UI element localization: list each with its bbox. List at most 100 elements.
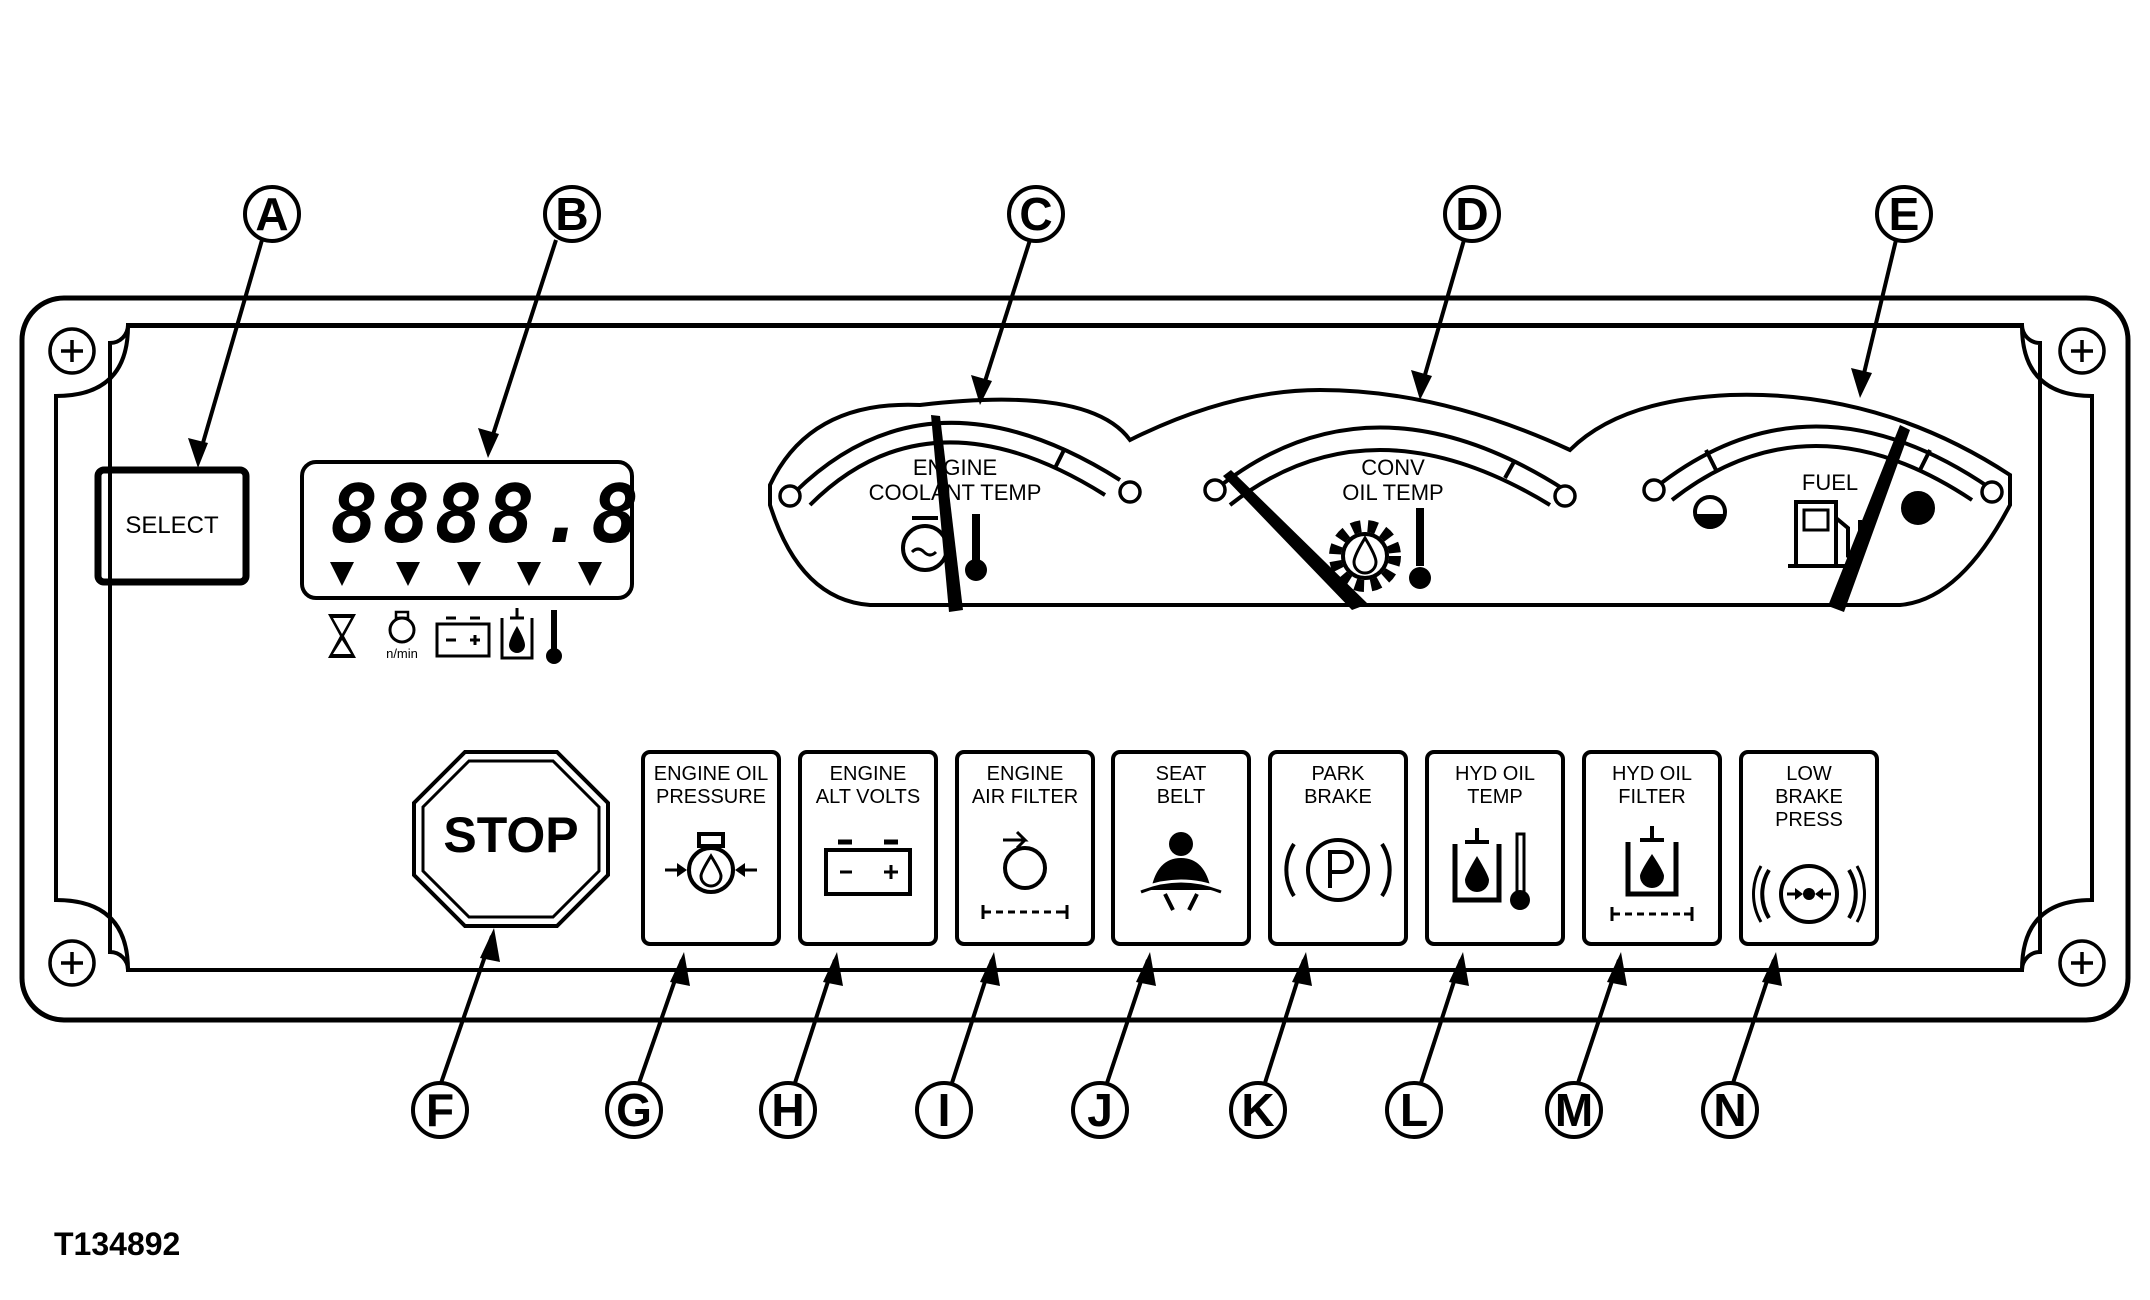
indicator-label-line2: FILTER [1618,786,1685,808]
callout-j: J [1071,1081,1129,1139]
callout-letter: K [1241,1084,1274,1136]
fuel-empty-icon [1693,495,1727,529]
callout-b: B [543,185,601,243]
hyd-oil-filter-icon [1610,826,1694,921]
callout-i: I [915,1081,973,1139]
battery-icon [824,839,912,896]
indicator-label-line1: ENGINE OIL [654,763,768,785]
callout-letter: C [1019,188,1052,240]
select-button[interactable]: SELECT [94,466,250,586]
gauge-max-dot [1980,480,2004,504]
indicator-label-line2: BRAKE [1775,786,1843,808]
callout-n: N [1701,1081,1759,1139]
callout-letters: A B C D E F G H I J K L M N [243,185,1933,1139]
seat-belt-icon [1140,832,1222,911]
callout-letter: A [255,188,288,240]
gauge-min-dot [778,484,802,508]
coolant-temp-gauge: ENGINE COOLANT TEMP [778,415,1142,612]
coolant-gauge-label-line2: COOLANT TEMP [869,480,1042,505]
indicator-label-line1: HYD OIL [1455,763,1535,785]
callout-f: F [411,1081,469,1139]
indicator-label-line1: ENGINE [830,763,907,785]
callout-g: G [605,1081,663,1139]
panel-inner-frame [54,324,2094,972]
indicator-label-line1: SEAT [1156,763,1207,785]
callout-a: A [243,185,301,243]
indicator-label-line2: BRAKE [1304,786,1372,808]
rpm-unit-label: n/min [386,646,418,661]
callout-letter: L [1400,1084,1428,1136]
conv-oil-temp-gauge: CONV OIL TEMP [1203,425,1577,610]
engine-rpm-icon: n/min [386,610,418,661]
callout-letter: E [1889,188,1920,240]
gauge-max-dot [1553,484,1577,508]
callout-letter: F [426,1084,454,1136]
callout-arrowheads [188,368,1872,986]
indicator-label-line1: LOW [1786,763,1832,785]
indicator-label-line1: ENGINE [987,763,1064,785]
hydraulic-oil-icon [500,608,534,660]
fuel-gauge-label: FUEL [1802,470,1858,495]
conv-gauge-needle [1223,470,1368,610]
callout-e: E [1875,185,1933,243]
stop-button[interactable]: STOP [412,750,610,928]
callout-k: K [1229,1081,1287,1139]
callout-m: M [1545,1081,1603,1139]
brake-pressure-icon [1751,864,1867,924]
gauge-cluster [768,387,2012,607]
indicator-label-line1: PARK [1312,763,1366,785]
indicator-label-line2: ALT VOLTS [816,786,920,808]
display-selector-arrows [330,562,602,586]
callout-c: C [1007,185,1065,243]
indicator-label-line2: AIR FILTER [972,786,1078,808]
thermometer-icon [546,610,562,664]
fuel-gauge-needle [1828,425,1910,612]
indicator-label-line2: TEMP [1467,786,1523,808]
figure-id: T134892 [54,1226,180,1262]
callout-letter: B [555,188,588,240]
indicator-label-line2: BELT [1157,786,1206,808]
callout-letter: N [1713,1084,1746,1136]
select-button-label: SELECT [125,512,219,539]
lcd-display: 8888.8 [300,460,643,600]
gauge-max-dot [1118,480,1142,504]
callout-l: L [1385,1081,1443,1139]
callout-letter: I [938,1084,951,1136]
callout-leaders [196,239,1898,1087]
fuel-full-icon [1901,491,1935,525]
air-filter-icon [981,830,1069,919]
indicator-label-line3: PRESS [1775,809,1843,831]
coolant-gauge-needle [931,415,963,612]
engine-oil-pressure-icon [665,832,757,894]
indicator-label-line2: PRESSURE [656,786,766,808]
coolant-gauge-label-line1: ENGINE [913,455,997,480]
mounting-screw-top-right [2058,327,2106,375]
mounting-screw-top-left [48,327,96,375]
callout-letter: G [616,1084,652,1136]
indicator-label-line1: HYD OIL [1612,763,1692,785]
callout-letter: M [1555,1084,1593,1136]
conv-gauge-label-line2: OIL TEMP [1342,480,1443,505]
callout-letter: D [1455,188,1488,240]
fuel-gauge: FUEL [1642,424,2004,612]
stop-button-label: STOP [443,807,578,863]
mounting-screw-bottom-left [48,939,96,987]
display-digits: 8888.8 [330,468,643,561]
transmission-oil-icon [1329,508,1431,592]
hourglass-icon [328,614,356,658]
callout-letter: J [1087,1084,1113,1136]
gauge-min-dot [1642,478,1666,502]
callout-d: D [1443,185,1501,243]
callout-h: H [759,1081,817,1139]
mounting-screw-bottom-right [2058,939,2106,987]
callout-letter: H [771,1084,804,1136]
